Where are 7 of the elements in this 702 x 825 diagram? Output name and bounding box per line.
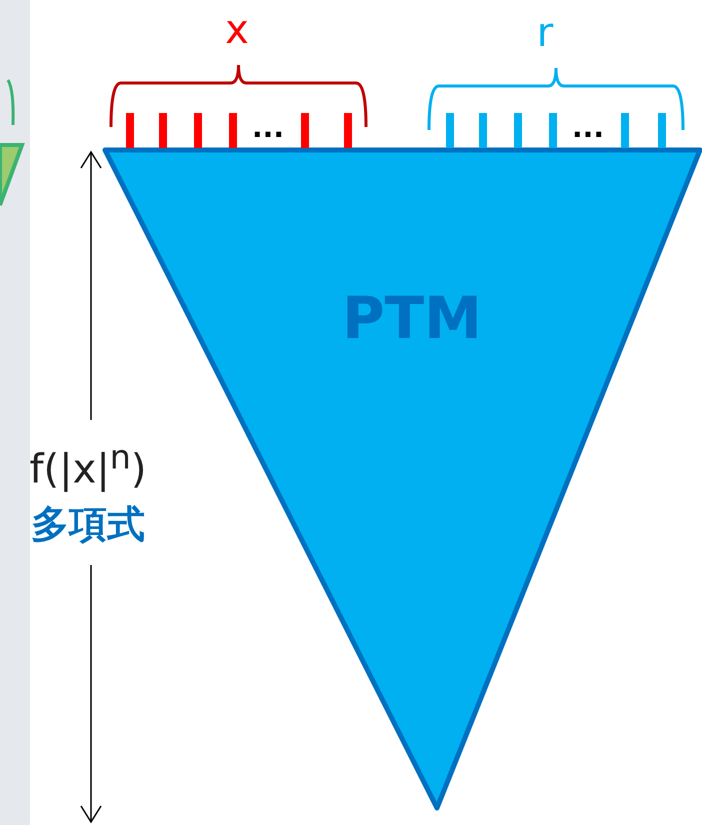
bracket-label: r [536,13,554,53]
formula-label: f(|x|$^{n}$) [29,440,147,490]
bracket-label: x [225,10,249,50]
ellipsis-label: ... [572,114,604,142]
annotation-label: 多項式 [31,505,145,543]
shape-label: PTM [342,289,482,347]
ellipsis-label: ... [252,114,284,142]
